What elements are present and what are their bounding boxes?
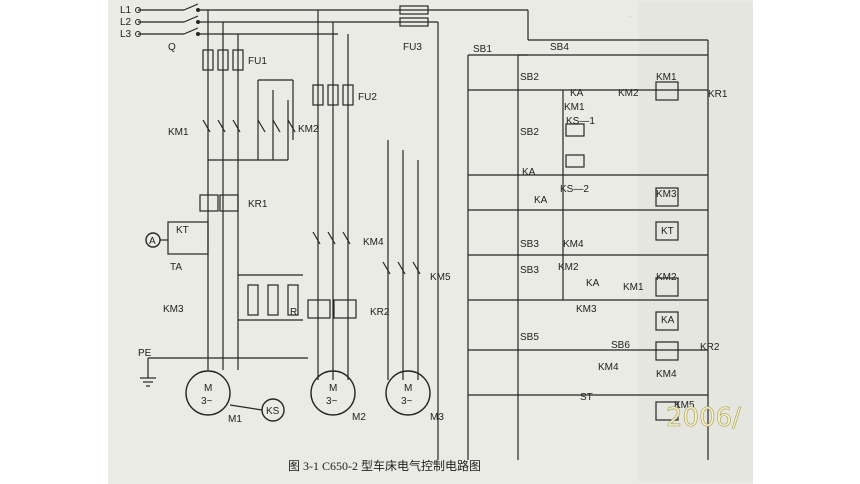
label-km4-c2: KM4 <box>598 362 619 373</box>
supply-lines <box>135 3 709 460</box>
figure-caption: 图 3-1 C650-2 型车床电气控制电路图 <box>288 458 481 473</box>
fuse-fu3 <box>399 5 429 27</box>
motor-m3 <box>385 370 431 416</box>
label-sb6: SB6 <box>611 340 630 351</box>
label-fu2: FU2 <box>358 92 377 103</box>
label-resistor: R <box>290 307 297 318</box>
label-m2-symbol: M <box>329 383 337 394</box>
label-km5-main: KM5 <box>430 272 451 283</box>
label-km3-c: KM3 <box>576 304 597 315</box>
label-km1-main: KM1 <box>168 127 189 138</box>
km1-km2-contacts <box>202 79 296 161</box>
label-ammeter: A <box>149 236 156 247</box>
label-ka-coil: KA <box>661 315 675 326</box>
label-sb3b: SB3 <box>520 265 539 276</box>
label-km1-c2: KM1 <box>623 282 644 293</box>
label-km4-main: KM4 <box>363 237 384 248</box>
label-ta: TA <box>170 262 182 273</box>
label-m3-phase: 3~ <box>401 396 413 407</box>
motor-m1 <box>185 370 285 422</box>
label-l2: L2 <box>120 17 132 28</box>
label-ks-2: KS—2 <box>560 184 589 195</box>
label-kt-main: KT <box>176 225 189 236</box>
circuit-diagram: · <box>120 2 753 482</box>
control-coils <box>565 81 679 421</box>
label-sb5: SB5 <box>520 332 539 343</box>
label-kr1-c: KR1 <box>708 89 728 100</box>
thermal-relay-kr2 <box>307 299 357 319</box>
label-m3-symbol: M <box>404 383 412 394</box>
fuse-fu1 <box>202 49 244 71</box>
control-circuit <box>467 54 708 460</box>
label-km4-coil: KM4 <box>656 369 677 380</box>
label-km2-coil: KM2 <box>656 272 677 283</box>
fuse-fu2 <box>312 84 354 106</box>
thermal-relay-kr1 <box>199 194 239 212</box>
label-km2-main: KM2 <box>298 124 319 135</box>
label-kr2-main: KR2 <box>370 307 390 318</box>
current-transformer <box>145 221 209 255</box>
label-pe: PE <box>138 348 152 359</box>
label-sb2b: SB2 <box>520 127 539 138</box>
label-kr1-main: KR1 <box>248 199 268 210</box>
label-km1-coil: KM1 <box>656 72 677 83</box>
label-km2-c: KM2 <box>618 88 639 99</box>
km4-km5-contacts <box>312 231 421 275</box>
label-l3: L3 <box>120 29 132 40</box>
label-st: ST <box>580 392 593 403</box>
km3-resistor-section <box>238 274 303 321</box>
label-kr2-c: KR2 <box>700 342 720 353</box>
svg-text:·: · <box>628 9 632 23</box>
label-km1-c1: KM1 <box>564 102 585 113</box>
label-km3-main: KM3 <box>163 304 184 315</box>
label-m1-symbol: M <box>204 383 212 394</box>
label-sb1: SB1 <box>473 44 492 55</box>
label-ks: KS <box>266 406 280 417</box>
date-stamp: 2006/ <box>666 403 741 433</box>
label-km4-c: KM4 <box>563 239 584 250</box>
label-ka-l2: KA <box>534 195 548 206</box>
component-labels: L1 L2 L3 Q FU1 FU2 FU3 KM1 KM2 KR1 KT TA… <box>120 5 728 425</box>
label-sb3a: SB3 <box>520 239 539 250</box>
label-m3: M3 <box>430 412 444 423</box>
ground-pe <box>140 357 308 387</box>
label-sb2a: SB2 <box>520 72 539 83</box>
label-km2-c2: KM2 <box>558 262 579 273</box>
label-fu3: FU3 <box>403 42 422 53</box>
label-m2: M2 <box>352 412 366 423</box>
label-ka-c3: KA <box>586 278 600 289</box>
label-l1: L1 <box>120 5 132 16</box>
label-ka-l: KA <box>522 167 536 178</box>
label-km5-coil: KM5 <box>674 400 695 411</box>
label-m1-phase: 3~ <box>201 396 213 407</box>
label-km3-coil: KM3 <box>656 189 677 200</box>
label-m2-phase: 3~ <box>326 396 338 407</box>
label-sb4: SB4 <box>550 42 569 53</box>
label-ka-top: KA <box>570 88 584 99</box>
label-fu1: FU1 <box>248 56 267 67</box>
label-q: Q <box>168 42 176 53</box>
motor-m2 <box>310 370 356 416</box>
label-ks-1: KS—1 <box>566 116 595 127</box>
label-kt-coil: KT <box>661 226 674 237</box>
circuit-photo: · <box>108 0 753 484</box>
main-power-bus <box>207 10 419 380</box>
label-m1: M1 <box>228 414 242 425</box>
